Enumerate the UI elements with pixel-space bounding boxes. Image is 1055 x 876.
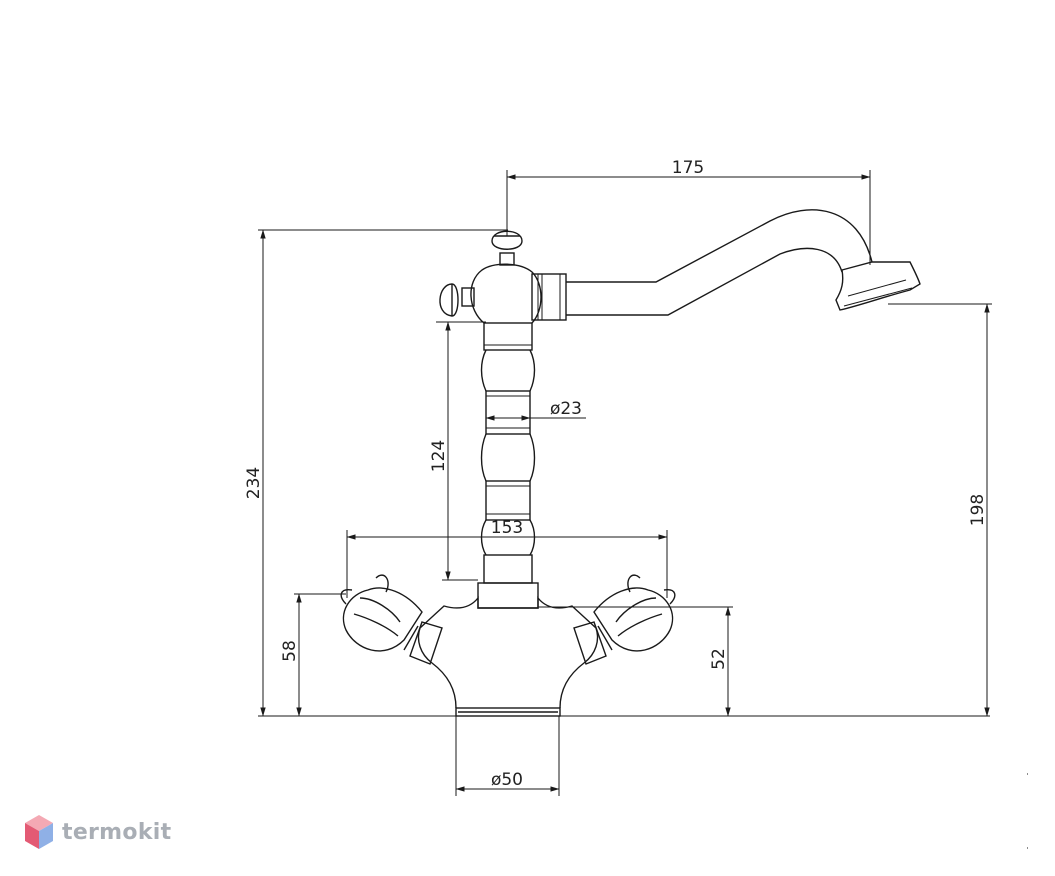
spout-connector [531,273,567,321]
dim-body-height-label: 124 [429,440,449,472]
watermark-brand-text: termokit [62,819,172,845]
left-handle [340,574,443,665]
dim-shoulder-height-label: 52 [709,648,729,670]
faucet-valve-body [470,263,542,324]
dim-handle-height-label: 58 [280,640,300,662]
dimension-lines [258,170,1028,849]
spout-aerator [835,261,921,311]
faucet-outline [340,209,921,717]
faucet-side-knob [439,283,459,317]
faucet-base-body [417,596,599,709]
dim-column-diameter-label: ø23 [550,399,582,419]
dim-total-height-label: 234 [244,467,264,499]
faucet-collar [477,582,539,609]
dim-spout-reach-label: 175 [672,158,704,178]
dimension-labels: 175 234 124 ø23 153 58 52 198 ø50 [244,158,988,790]
faucet-top-cap [491,230,523,250]
faucet-spout [566,209,873,316]
dim-handle-span-label: 153 [491,518,523,538]
termokit-watermark: termokit [24,812,171,852]
hexagon-cube-icon [25,815,53,849]
right-handle [573,574,676,665]
dim-base-diameter-label: ø50 [491,770,523,790]
dim-spout-height-label: 198 [968,494,988,526]
